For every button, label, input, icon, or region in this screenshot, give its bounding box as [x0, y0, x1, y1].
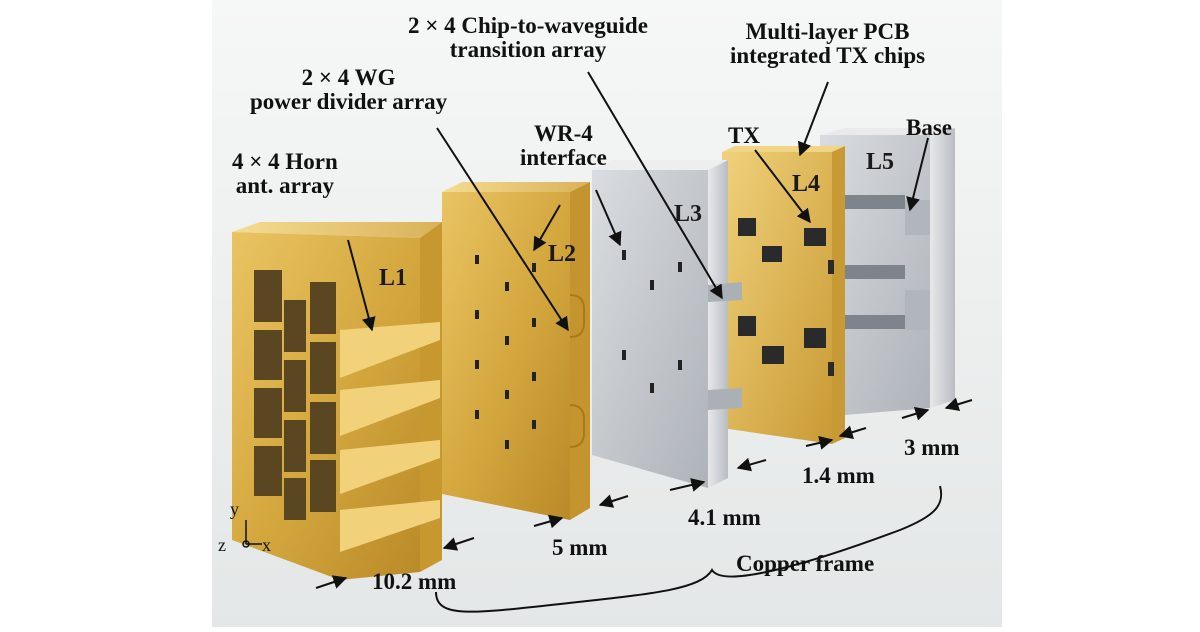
horn-label-line-1: 4 × 4 Horn — [232, 149, 338, 174]
wr4-interface-label: WR-4 interface — [520, 121, 607, 171]
base-label: Base — [906, 115, 952, 140]
wr4-label-line-1: WR-4 — [534, 121, 593, 146]
layer-l4-pcb — [722, 146, 845, 444]
transition-label-line-1: 2 × 4 Chip-to-waveguide — [408, 13, 648, 38]
transition-label-line-2: transition array — [449, 37, 607, 63]
copper-frame-label: Copper frame — [736, 551, 875, 576]
layer-label-l3: L3 — [674, 201, 703, 227]
layer-l1-horn-array — [232, 222, 442, 580]
axis-triad — [242, 520, 262, 548]
layer-label-l2: L2 — [548, 241, 577, 267]
axis-z-label: z — [218, 535, 226, 555]
divider-label-line-2: power divider array — [250, 89, 448, 115]
leader-lines — [347, 71, 929, 332]
pcb-label: Multi-layer PCB integrated TX chips — [730, 19, 926, 69]
dimension-l4: 1.4 mm — [802, 463, 875, 488]
wr4-label-line-2: interface — [520, 145, 607, 171]
dimension-l3: 4.1 mm — [688, 505, 761, 530]
pcb-label-line-2: integrated TX chips — [730, 43, 926, 69]
layer-label-l5: L5 — [866, 149, 895, 175]
layer-l3 — [592, 160, 742, 488]
layer-label-l4: L4 — [792, 171, 821, 197]
power-divider-label: 2 × 4 WG power divider array — [250, 65, 448, 115]
tx-label: TX — [728, 123, 760, 148]
transition-array-label: 2 × 4 Chip-to-waveguide transition array — [408, 13, 648, 63]
pcb-label-line-1: Multi-layer PCB — [745, 19, 910, 44]
horn-label-line-2: ant. array — [235, 173, 335, 199]
dimension-arrows — [315, 397, 973, 589]
axis-y-label: y — [230, 499, 239, 519]
axis-x-label: x — [262, 535, 271, 555]
layer-l2 — [442, 182, 590, 520]
dimension-l5: 3 mm — [904, 435, 960, 460]
divider-label-line-1: 2 × 4 WG — [301, 65, 396, 90]
dimension-l2: 5 mm — [552, 535, 608, 560]
horn-array-label: 4 × 4 Horn ant. array — [232, 149, 338, 199]
copper-frame-brace — [435, 485, 943, 613]
layer-label-l1: L1 — [379, 265, 408, 291]
dimension-l1: 10.2 mm — [372, 569, 457, 594]
